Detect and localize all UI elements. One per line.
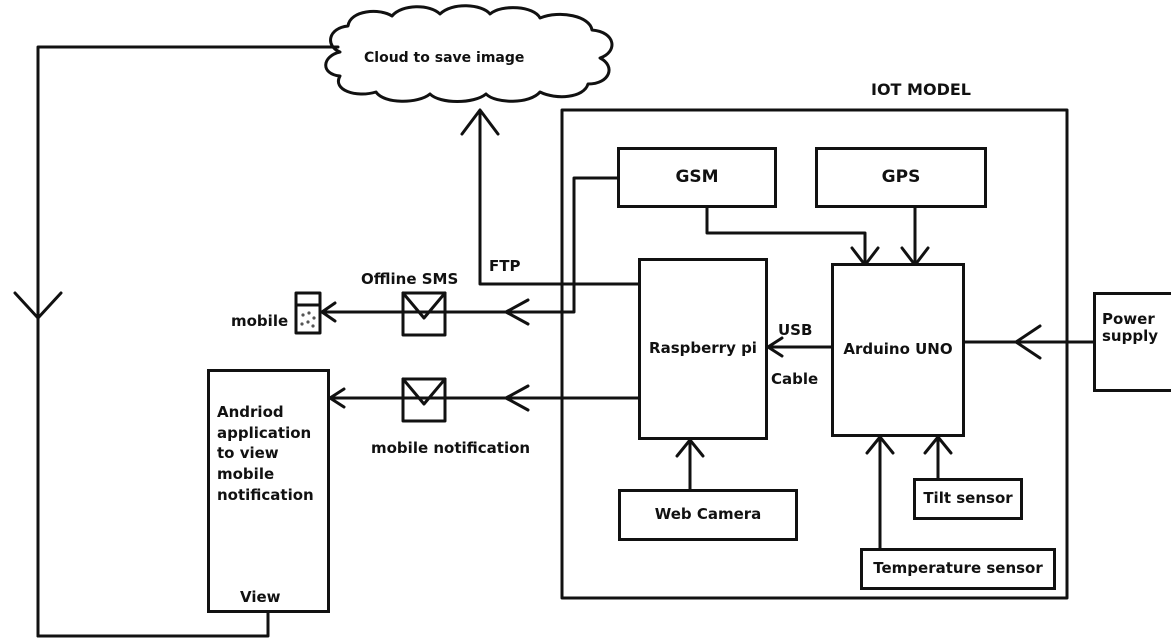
notification-envelope-icon (401, 377, 447, 423)
arduino-box: Arduino UNO (831, 263, 965, 437)
arduino-label: Arduino UNO (843, 340, 953, 359)
notification-mid-arrow (504, 384, 530, 412)
ftp-label: FTP (489, 257, 521, 275)
view-label: View (240, 588, 281, 606)
web-camera-label: Web Camera (654, 505, 762, 524)
notification-arrow-head (328, 387, 346, 409)
usb-label: USB (778, 321, 813, 339)
power-supply-label: Power supply (1102, 310, 1159, 346)
temperature-arrow (865, 435, 895, 455)
mobile-notification-label: mobile notification (371, 439, 531, 457)
power-arrow (1014, 324, 1042, 360)
view-line (36, 610, 270, 638)
camera-arrow (675, 438, 705, 458)
mobile-label: mobile (231, 312, 289, 330)
raspberry-pi-label: Raspberry pi (649, 339, 757, 358)
sms-arrow-head (320, 301, 337, 323)
temperature-sensor-box: Temperature sensor (860, 548, 1056, 590)
gps-label: GPS (881, 166, 921, 187)
gsm-arduino-line (705, 206, 867, 265)
mobile-phone-icon (294, 291, 322, 335)
web-camera-box: Web Camera (618, 489, 798, 541)
tilt-sensor-box: Tilt sensor (913, 478, 1023, 520)
iot-model-frame (560, 108, 1069, 600)
gsm-box: GSM (617, 147, 777, 208)
cloud-label: Cloud to save image (364, 50, 525, 66)
ftp-arrow-head (460, 108, 500, 136)
sms-mid-arrow (504, 298, 530, 326)
cloud-outline (324, 4, 614, 103)
offline-sms-label: Offline SMS (361, 270, 459, 288)
down-arrow-head (13, 291, 63, 320)
cloud-return-line (36, 45, 340, 638)
iot-model-title: IOT MODEL (871, 80, 971, 99)
temperature-sensor-label: Temperature sensor (873, 559, 1043, 578)
cable-label: Cable (771, 370, 819, 388)
raspberry-pi-box: Raspberry pi (638, 258, 768, 440)
sms-envelope-icon (401, 291, 447, 337)
usb-arrow (766, 336, 784, 358)
tilt-sensor-label: Tilt sensor (923, 489, 1013, 508)
gsm-label: GSM (675, 166, 719, 187)
android-app-box: Andriod application to view mobile notif… (207, 369, 330, 613)
gps-box: GPS (815, 147, 987, 208)
ftp-line (478, 111, 640, 286)
power-supply-box: Power supply (1093, 292, 1171, 392)
android-app-label: Andriod application to view mobile notif… (217, 403, 314, 504)
gsm-sms-line (320, 176, 620, 314)
tilt-arrow (923, 435, 953, 455)
